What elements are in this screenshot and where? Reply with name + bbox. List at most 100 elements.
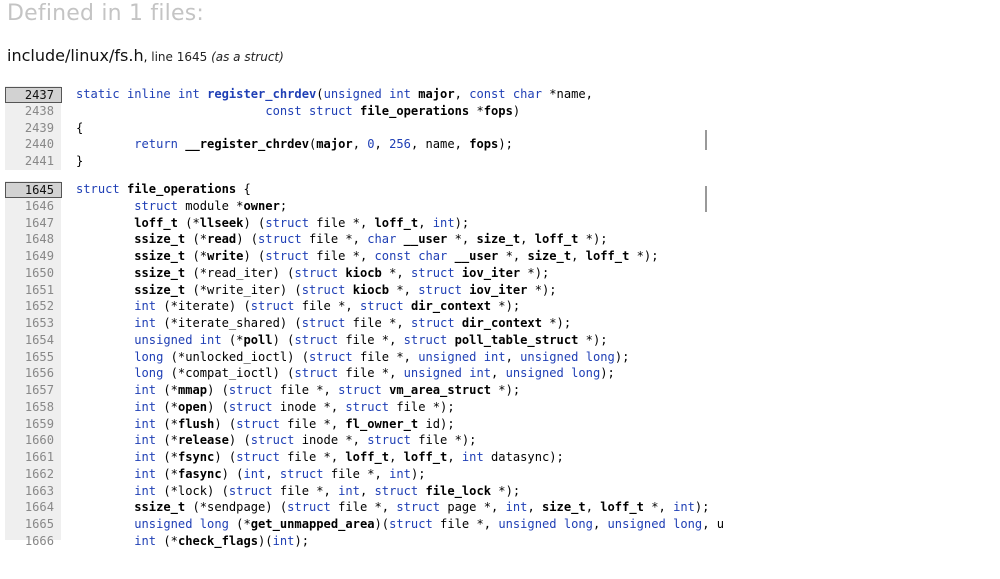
identifier-link[interactable]: size_t [527,249,572,263]
scroll-indicator[interactable] [705,130,707,150]
identifier-link[interactable]: fl_owner_t [345,416,419,431]
line-number[interactable]: 1645 [5,182,62,198]
identifier-link[interactable]: dir_context [461,316,542,330]
line-number[interactable]: 1656 [24,366,54,381]
identifier-link[interactable]: release [177,433,229,448]
keyword-token: struct [250,299,295,314]
code-token [557,517,564,531]
line-number[interactable]: 2437 [5,87,62,103]
identifier-link[interactable]: size_t [542,500,586,515]
code-token: , [374,137,390,152]
line-number[interactable]: 1654 [24,332,54,347]
line-number[interactable]: 1653 [24,316,54,330]
identifier-link[interactable]: loff_t [403,450,448,464]
identifier-link[interactable]: fasync [177,466,222,481]
identifier-link[interactable]: mmap [177,383,208,397]
identifier-link[interactable]: ssize_t [134,500,186,515]
identifier-link[interactable]: ssize_t [134,232,186,247]
line-number[interactable]: 2440 [24,137,54,152]
identifier-link[interactable]: loff_t [585,249,630,263]
line-number[interactable]: 1648 [24,232,54,247]
identifier-link[interactable]: loff_t [134,215,178,230]
identifier-link[interactable]: major [418,87,455,101]
line-number[interactable]: 1657 [24,383,54,397]
keyword-token: int [505,500,528,515]
line-number[interactable]: 2441 [24,154,54,168]
identifier-link[interactable]: poll_table_struct [454,332,579,347]
identifier-link[interactable]: file_lock [425,483,492,498]
code-token [76,517,134,531]
identifier-link[interactable]: fops [469,137,499,152]
line-number[interactable]: 1662 [24,466,54,481]
line-number[interactable]: 2439 [24,120,54,135]
code-token: , [359,483,375,498]
identifier-link[interactable]: loff_t [600,500,644,515]
code-line: 1650 ssize_t (*read_iter) (struct kiocb … [0,265,1000,282]
identifier-link[interactable]: kiocb [345,265,382,280]
identifier-link[interactable]: poll [243,332,273,347]
identifier-link[interactable]: __user [454,249,499,263]
code-token: ); [600,366,615,381]
code-token: *); [491,483,521,498]
line-number[interactable]: 1666 [24,533,54,548]
keyword-token: unsigned [505,366,564,381]
line-number[interactable]: 1649 [24,249,54,263]
identifier-link[interactable]: file_operations [126,182,237,196]
identifier-link[interactable]: file_operations [359,103,470,118]
line-number[interactable]: 1658 [24,399,54,414]
line-number[interactable]: 1663 [24,483,54,498]
identifier-link[interactable]: open [177,399,208,414]
identifier-link[interactable]: loff_t [345,450,390,464]
identifier-link[interactable]: vm_area_struct [389,383,492,397]
code-token [76,534,134,548]
code-token [76,283,134,297]
identifier-link[interactable]: ssize_t [134,282,186,297]
identifier-link[interactable]: owner [243,198,280,213]
line-number[interactable]: 1665 [24,517,54,531]
line-number[interactable]: 1647 [24,215,54,230]
identifier-link[interactable]: loff_t [374,215,419,230]
code-text: ssize_t (*read_iter) (struct kiocb *, st… [76,265,549,282]
identifier-link[interactable]: llseek [199,215,244,230]
code-token: , [389,450,404,464]
identifier-link[interactable]: __user [403,232,448,247]
line-number[interactable]: 1660 [24,433,54,448]
identifier-link[interactable]: major [316,137,353,152]
line-number[interactable]: 1655 [24,349,54,364]
function-name-link[interactable]: register_chrdev [207,87,317,101]
identifier-link[interactable]: loff_t [534,232,579,247]
keyword-token: unsigned [520,349,579,364]
identifier-link[interactable]: read [207,232,237,247]
identifier-link[interactable]: check_flags [177,533,259,548]
keyword-token: unsigned [323,87,382,101]
file-path-link[interactable]: include/linux/fs.h [7,46,144,65]
code-line: 1657 int (*mmap) (struct file *, struct … [0,382,1000,399]
identifier-link[interactable]: __register_chrdev [185,137,309,152]
identifier-link[interactable]: get_unmapped_area [250,517,375,531]
code-line: 2439{ [0,120,1000,137]
keyword-token: struct [301,282,346,297]
identifier-link[interactable]: write [207,249,244,263]
identifier-link[interactable]: fops [483,103,513,118]
identifier-link[interactable]: size_t [476,232,521,247]
line-number[interactable]: 1650 [24,265,54,280]
line-number[interactable]: 1659 [24,416,54,431]
identifier-link[interactable]: iov_iter [469,282,528,297]
identifier-link[interactable]: ssize_t [134,249,186,263]
line-number[interactable]: 1646 [24,198,54,213]
identifier-link[interactable]: ssize_t [134,265,186,280]
identifier-link[interactable]: flush [177,416,215,431]
line-number[interactable]: 2438 [24,103,54,118]
scroll-indicator[interactable] [705,186,707,212]
code-token: (* [156,533,178,548]
line-number[interactable]: 1651 [24,282,54,297]
identifier-link[interactable]: dir_context [410,299,492,314]
code-token [76,232,134,246]
keyword-token: long [134,366,164,381]
identifier-link[interactable]: kiocb [352,282,390,297]
line-number[interactable]: 1664 [24,500,54,515]
line-number[interactable]: 1652 [24,299,54,314]
line-number[interactable]: 1661 [24,450,54,464]
identifier-link[interactable]: fsync [177,450,215,464]
identifier-link[interactable]: iov_iter [461,265,521,280]
